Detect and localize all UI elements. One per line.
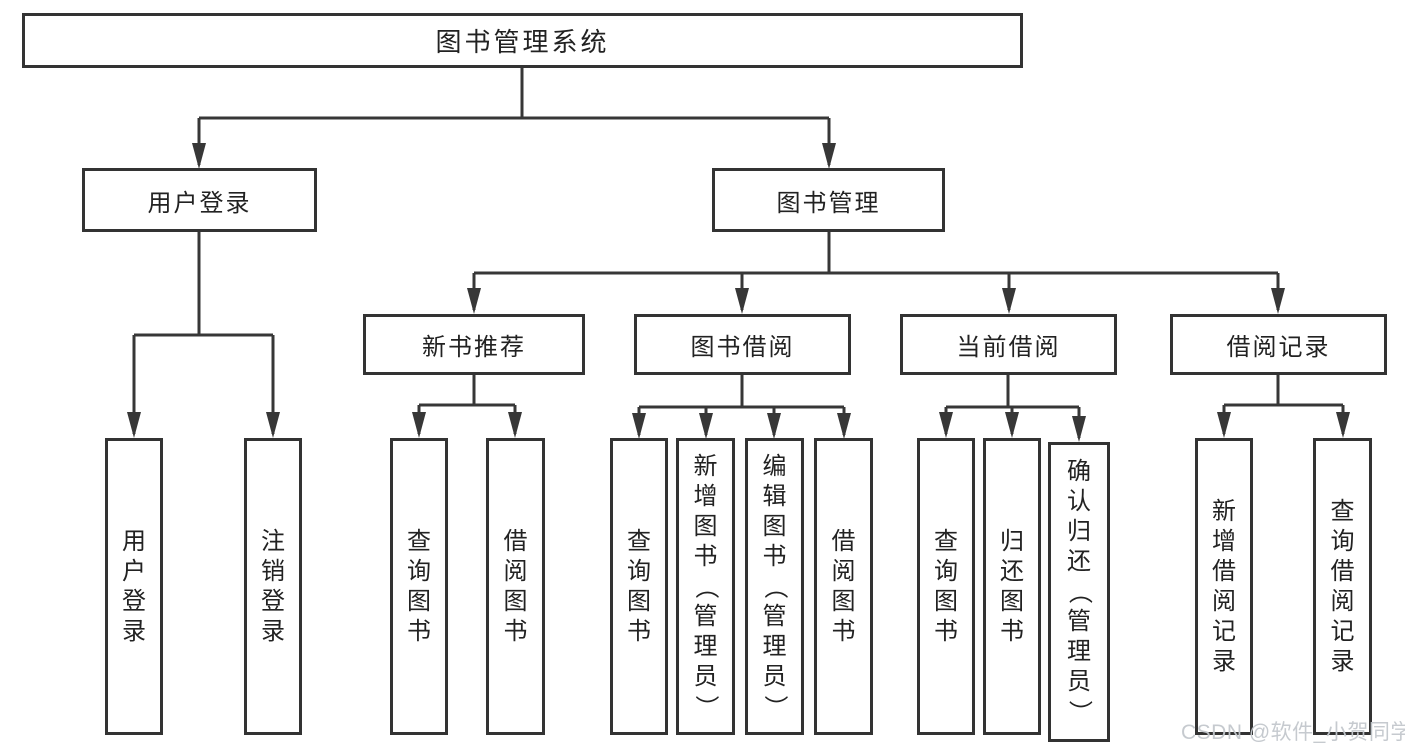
leaf-query-books-current: 查询图书 <box>917 438 975 735</box>
leaf-return-books: 归还图书 <box>983 438 1041 735</box>
leaf-logout: 注销登录 <box>244 438 302 735</box>
leaf-add-books-admin: 新增图书（管理员） <box>676 438 735 735</box>
node-library-management-system: 图书管理系统 <box>22 13 1023 68</box>
node-current-borrowing: 当前借阅 <box>900 314 1117 375</box>
leaf-query-books-recommend: 查询图书 <box>390 438 448 735</box>
node-borrowing-records: 借阅记录 <box>1170 314 1387 375</box>
csdn-watermark: CSDN @软件_小贺同学 <box>1181 721 1405 744</box>
node-user-login: 用户登录 <box>82 168 317 232</box>
leaf-confirm-return-admin: 确认归还（管理员） <box>1048 442 1110 742</box>
leaf-add-borrow-record: 新增借阅记录 <box>1195 438 1253 735</box>
leaf-borrow-books-recommend: 借阅图书 <box>486 438 545 735</box>
node-book-management: 图书管理 <box>712 168 945 232</box>
leaf-user-login: 用户登录 <box>105 438 163 735</box>
leaf-edit-books-admin: 编辑图书（管理员） <box>745 438 804 735</box>
leaf-borrow-books: 借阅图书 <box>814 438 873 735</box>
leaf-query-borrow-record: 查询借阅记录 <box>1313 438 1372 735</box>
node-new-book-recommend: 新书推荐 <box>363 314 585 375</box>
leaf-query-books-borrowing: 查询图书 <box>610 438 668 735</box>
node-book-borrowing: 图书借阅 <box>634 314 851 375</box>
